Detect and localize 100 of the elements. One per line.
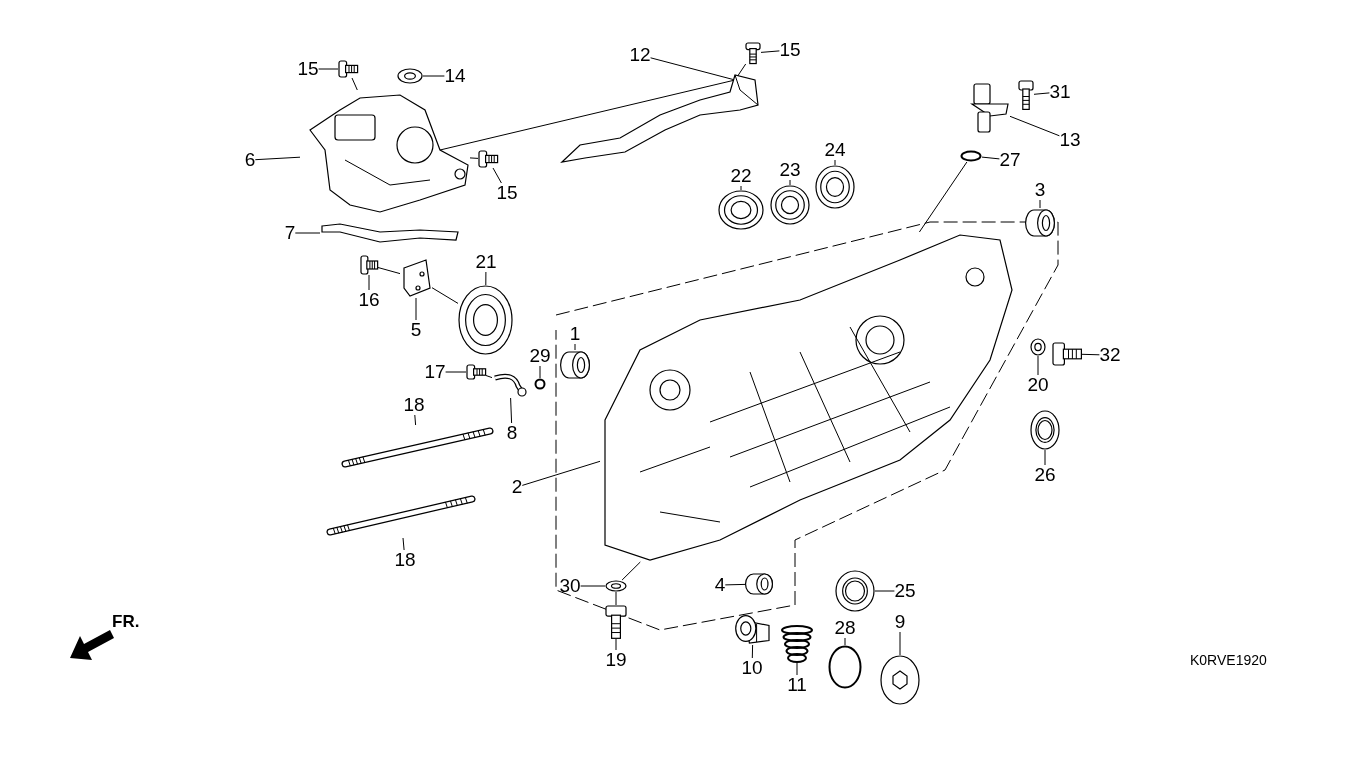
callout-number: 26 bbox=[1034, 465, 1056, 485]
callout-number: 1 bbox=[569, 324, 581, 344]
leader-line bbox=[368, 274, 370, 291]
assembly-line bbox=[485, 375, 493, 379]
leader-line bbox=[1033, 92, 1050, 95]
assembly-line bbox=[918, 161, 968, 233]
callout-number: 3 bbox=[1034, 180, 1046, 200]
leader-line bbox=[510, 397, 513, 424]
leader-line bbox=[740, 185, 742, 191]
leader-line bbox=[789, 179, 791, 186]
leader-line bbox=[492, 167, 502, 184]
washer-drawing bbox=[605, 580, 627, 592]
leader-line bbox=[796, 662, 798, 676]
dowel-pin-drawing bbox=[1025, 208, 1055, 238]
callout-number: 30 bbox=[559, 576, 581, 596]
dowel-pin-drawing bbox=[745, 572, 773, 596]
bolt-drawing bbox=[605, 605, 627, 639]
callout-number: 23 bbox=[779, 160, 801, 180]
bearing-drawing bbox=[718, 190, 764, 230]
leader-line bbox=[422, 75, 445, 77]
cap-drawing bbox=[880, 655, 920, 705]
callout-number: 16 bbox=[358, 290, 380, 310]
callout-number: 4 bbox=[714, 575, 726, 595]
leader-line bbox=[402, 537, 405, 551]
callout-number: 5 bbox=[410, 320, 422, 340]
bolt-drawing bbox=[745, 42, 761, 64]
spring-drawing bbox=[780, 625, 814, 663]
stud-bolt-drawing bbox=[325, 493, 477, 538]
callout-number: 15 bbox=[496, 183, 518, 203]
drawing-code: K0RVE1920 bbox=[1190, 652, 1267, 668]
grommet-drawing bbox=[397, 68, 423, 84]
leader-line bbox=[574, 343, 576, 351]
bolt-drawing bbox=[478, 150, 498, 168]
oil-seal-drawing bbox=[835, 570, 875, 612]
callout-number: 31 bbox=[1049, 82, 1071, 102]
leader-line bbox=[751, 644, 754, 659]
callout-number: 32 bbox=[1099, 345, 1121, 365]
bearing-drawing bbox=[815, 165, 855, 209]
callout-number: 12 bbox=[629, 45, 651, 65]
leader-line bbox=[981, 156, 1000, 160]
bolt-drawing bbox=[360, 255, 378, 275]
callout-number: 15 bbox=[297, 59, 319, 79]
leader-line bbox=[760, 50, 780, 53]
plug-drawing bbox=[735, 615, 771, 645]
leader-line bbox=[414, 414, 417, 426]
leader-line bbox=[1044, 449, 1046, 466]
direction-label: FR. bbox=[112, 612, 140, 632]
callout-number: 18 bbox=[403, 395, 425, 415]
stud-bolt-drawing bbox=[340, 425, 495, 470]
leader-line bbox=[294, 232, 321, 234]
bolt-drawing bbox=[1018, 80, 1034, 110]
leader-line bbox=[1009, 115, 1060, 137]
callout-number: 7 bbox=[284, 223, 296, 243]
leader-line bbox=[615, 638, 617, 651]
washer-drawing bbox=[1030, 338, 1046, 356]
bolt-drawing bbox=[466, 364, 486, 380]
leader-line bbox=[318, 68, 339, 70]
callout-number: 21 bbox=[475, 252, 497, 272]
callout-number: 22 bbox=[730, 166, 752, 186]
plate-drawing bbox=[400, 258, 432, 298]
leader-line bbox=[724, 583, 746, 586]
assembly-line bbox=[615, 591, 617, 606]
callout-number: 19 bbox=[605, 650, 627, 670]
o-ring-drawing bbox=[960, 150, 982, 162]
leader-line bbox=[539, 365, 541, 379]
bolt-drawing bbox=[338, 60, 358, 78]
callout-number: 20 bbox=[1027, 375, 1049, 395]
leader-line bbox=[415, 297, 417, 321]
assembly-line bbox=[377, 267, 401, 275]
assembly-line bbox=[469, 157, 479, 159]
leader-line bbox=[580, 585, 606, 587]
o-ring-drawing bbox=[828, 645, 862, 689]
bolt-drawing bbox=[1052, 342, 1082, 366]
leader-line bbox=[254, 156, 301, 161]
leader-line bbox=[874, 590, 895, 592]
leader-line bbox=[844, 637, 846, 646]
assembly-line bbox=[431, 287, 459, 304]
callout-number: 11 bbox=[787, 675, 807, 695]
assembly-line bbox=[351, 77, 358, 91]
callout-number: 6 bbox=[244, 150, 256, 170]
assembly-line bbox=[621, 561, 641, 581]
sensor-drawing bbox=[968, 82, 1010, 134]
callout-number: 9 bbox=[894, 612, 906, 632]
oil-seal-drawing bbox=[1030, 410, 1060, 450]
callout-number: 24 bbox=[824, 140, 846, 160]
callout-number: 29 bbox=[529, 346, 551, 366]
callout-number: 17 bbox=[424, 362, 446, 382]
callout-number: 15 bbox=[779, 40, 801, 60]
callout-number: 18 bbox=[394, 550, 416, 570]
callout-number: 2 bbox=[511, 477, 523, 497]
leader-line bbox=[1037, 355, 1039, 376]
callout-number: 10 bbox=[741, 658, 763, 678]
callout-number: 27 bbox=[999, 150, 1021, 170]
callout-number: 25 bbox=[894, 581, 916, 601]
leader-line bbox=[445, 371, 467, 373]
leader-line bbox=[485, 271, 487, 286]
callout-number: 14 bbox=[444, 66, 466, 86]
leader-line bbox=[834, 159, 836, 166]
leader-line bbox=[1039, 199, 1041, 209]
callout-number: 13 bbox=[1059, 130, 1081, 150]
